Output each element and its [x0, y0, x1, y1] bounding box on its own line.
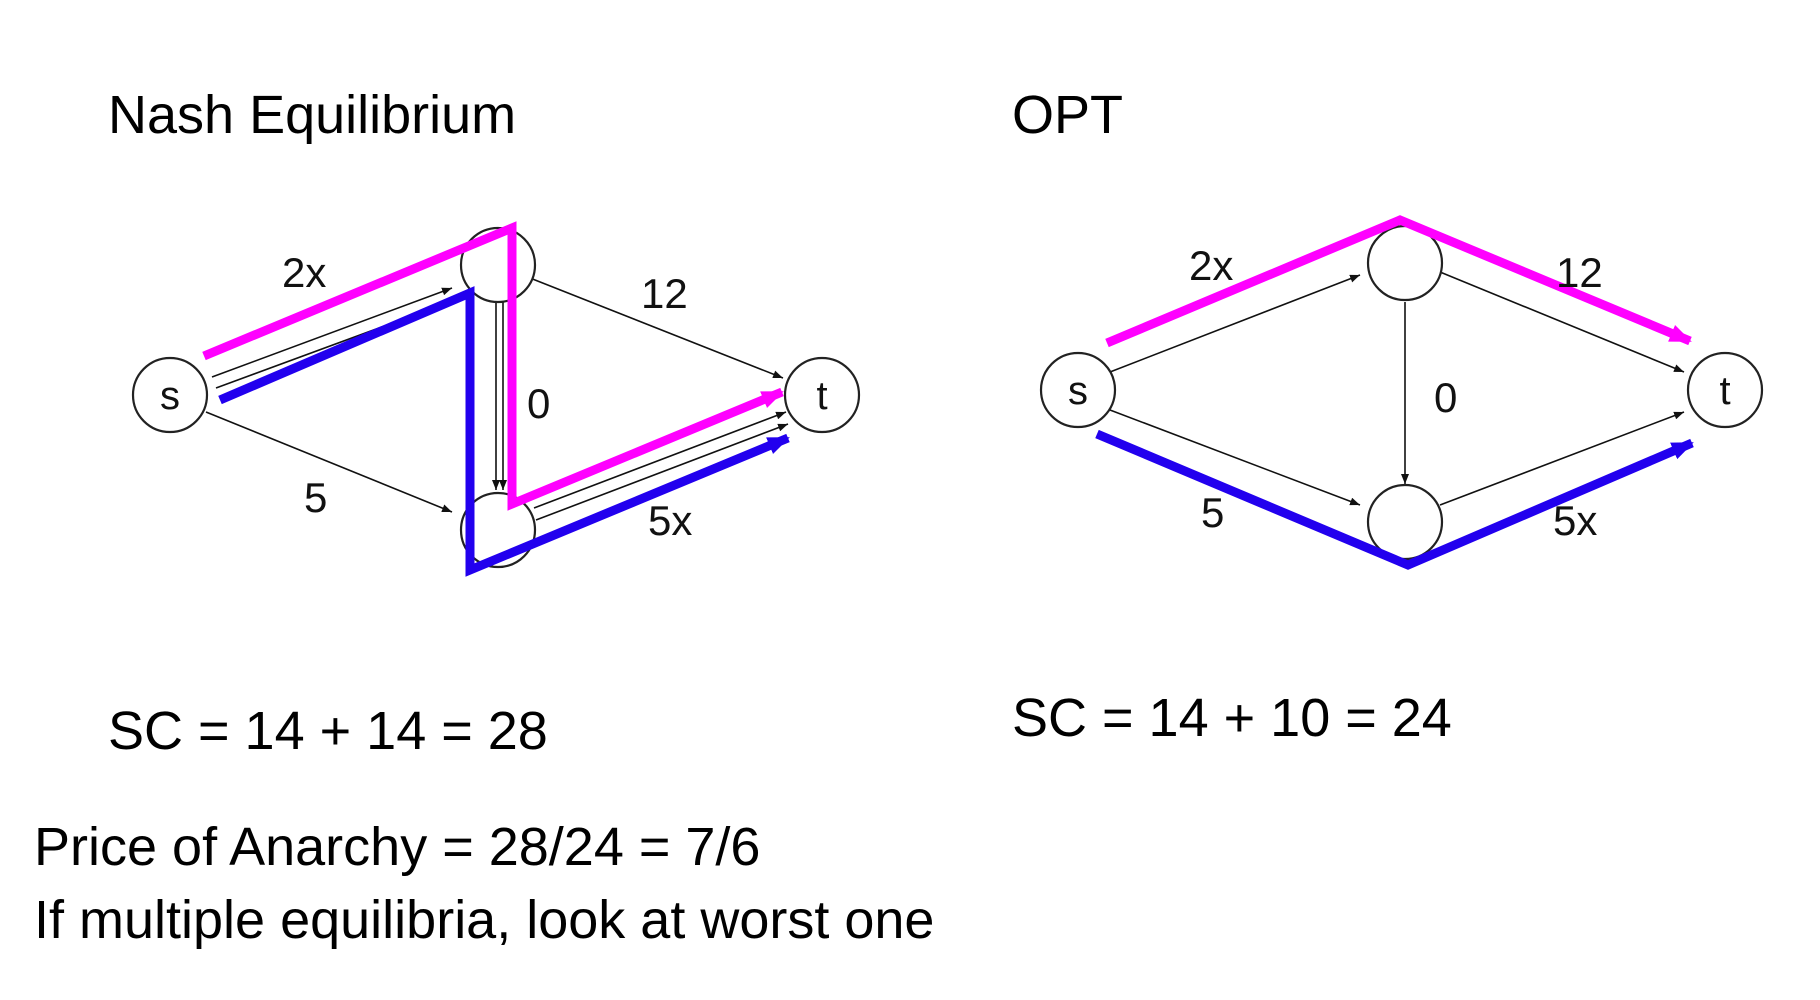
- nash-label-bottom-t: 5x: [648, 497, 692, 544]
- opt-label-top-bottom: 0: [1434, 374, 1457, 421]
- opt-blue-path: [1095, 429, 1694, 570]
- opt-edge-s-top: [1109, 274, 1361, 373]
- nash-node-s: [131, 356, 209, 434]
- nash-edge-top-t: [529, 277, 784, 379]
- nash-label-top-bottom: 0: [527, 380, 550, 427]
- nash-magenta-path: [202, 221, 784, 511]
- nash-label-top-t: 12: [641, 270, 688, 317]
- nash-edge-bottom-t-a: [533, 411, 787, 509]
- nash-node-t: [783, 356, 861, 434]
- nash-blue-path: [218, 286, 790, 577]
- opt-edge-bottom-t: [1439, 411, 1685, 506]
- nash-diagram: s t 2x 12 0 5 5x: [131, 221, 861, 577]
- nash-social-cost: SC = 14 + 14 = 28: [108, 701, 548, 761]
- nash-label-s-top: 2x: [282, 249, 326, 296]
- nash-equilibrium-title: Nash Equilibrium: [108, 85, 517, 145]
- opt-edge-top-t: [1439, 271, 1685, 373]
- opt-label-s-bottom: 5: [1201, 489, 1224, 536]
- opt-social-cost: SC = 14 + 10 = 24: [1012, 688, 1452, 748]
- price-of-anarchy-text: Price of Anarchy = 28/24 = 7/6: [34, 817, 761, 877]
- nash-node-s-label: s: [160, 374, 180, 418]
- opt-node-bottom: [1366, 483, 1444, 561]
- nash-label-s-bottom: 5: [304, 474, 327, 521]
- nash-edge-bottom-t-b: [535, 423, 789, 521]
- opt-magenta-path: [1105, 215, 1692, 348]
- opt-label-top-t: 12: [1556, 249, 1603, 296]
- nash-node-t-label: t: [816, 374, 827, 418]
- opt-diagram: s t 2x 12 0 5 5x: [1039, 215, 1764, 570]
- opt-title: OPT: [1012, 85, 1124, 145]
- opt-label-bottom-t: 5x: [1553, 497, 1597, 544]
- opt-node-s-label: s: [1068, 369, 1088, 413]
- nash-edge-s-top-a: [211, 287, 453, 378]
- opt-edge-s-bottom: [1109, 409, 1361, 506]
- opt-node-t: [1686, 351, 1764, 429]
- opt-node-s: [1039, 351, 1117, 429]
- opt-label-s-top: 2x: [1189, 242, 1233, 289]
- opt-node-t-label: t: [1719, 369, 1730, 413]
- nash-edge-s-bottom: [205, 411, 453, 513]
- multiple-equilibria-note: If multiple equilibria, look at worst on…: [34, 890, 935, 950]
